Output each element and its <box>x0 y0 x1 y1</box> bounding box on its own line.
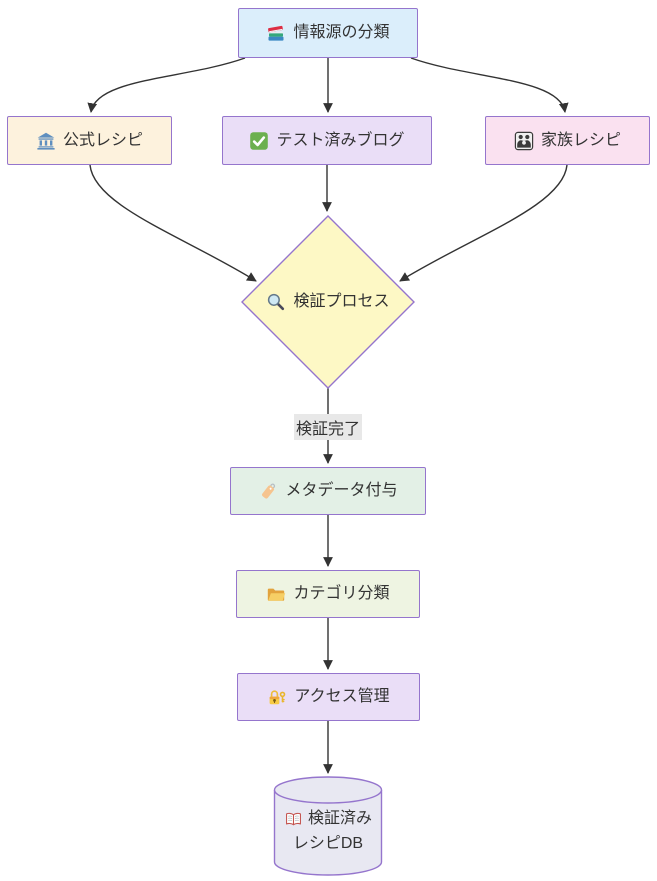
node-db-line1: 検証済み <box>284 807 372 832</box>
bank-icon <box>36 131 56 151</box>
node-access: アクセス管理 <box>237 673 420 721</box>
node-db-label-line2: レシピDB <box>292 835 364 852</box>
node-category: カテゴリ分類 <box>236 570 420 618</box>
node-family: 家族レシピ <box>485 116 650 165</box>
family-icon <box>514 131 534 151</box>
node-blog-label: テスト済みブログ <box>276 131 405 149</box>
lock-icon <box>267 687 287 707</box>
node-family-label: 家族レシピ <box>540 131 621 149</box>
node-access-label: アクセス管理 <box>294 688 390 706</box>
node-blog: テスト済みブログ <box>222 116 432 165</box>
node-metadata-label: メタデータ付与 <box>285 482 398 500</box>
node-official: 公式レシピ <box>7 116 172 165</box>
node-db: 検証済み レシピDB <box>270 804 386 860</box>
node-verify-label: 検証プロセス <box>293 293 390 311</box>
node-db-label-line1: 検証済み <box>307 810 372 828</box>
tag-icon <box>258 481 278 501</box>
node-verify: 検証プロセス <box>243 280 413 324</box>
node-source-label: 情報源の分類 <box>293 24 390 42</box>
edge-label-verify-complete: 検証完了 <box>293 414 363 440</box>
magnifier-icon <box>266 292 286 312</box>
check-icon <box>249 131 269 151</box>
db-cylinder-top <box>273 776 383 804</box>
open-book-icon <box>284 810 303 829</box>
db-cylinder-body <box>273 790 383 876</box>
books-icon <box>266 23 286 43</box>
verify-diamond-shape <box>241 215 415 389</box>
edge-source-family <box>410 57 569 113</box>
edge-source-official <box>87 57 246 113</box>
node-metadata: メタデータ付与 <box>230 467 426 515</box>
edge-official-verify <box>89 164 257 282</box>
node-category-label: カテゴリ分類 <box>293 585 390 603</box>
node-source: 情報源の分類 <box>238 8 418 58</box>
folder-icon <box>266 584 286 604</box>
edge-family-verify <box>399 164 568 282</box>
node-official-label: 公式レシピ <box>62 131 143 149</box>
